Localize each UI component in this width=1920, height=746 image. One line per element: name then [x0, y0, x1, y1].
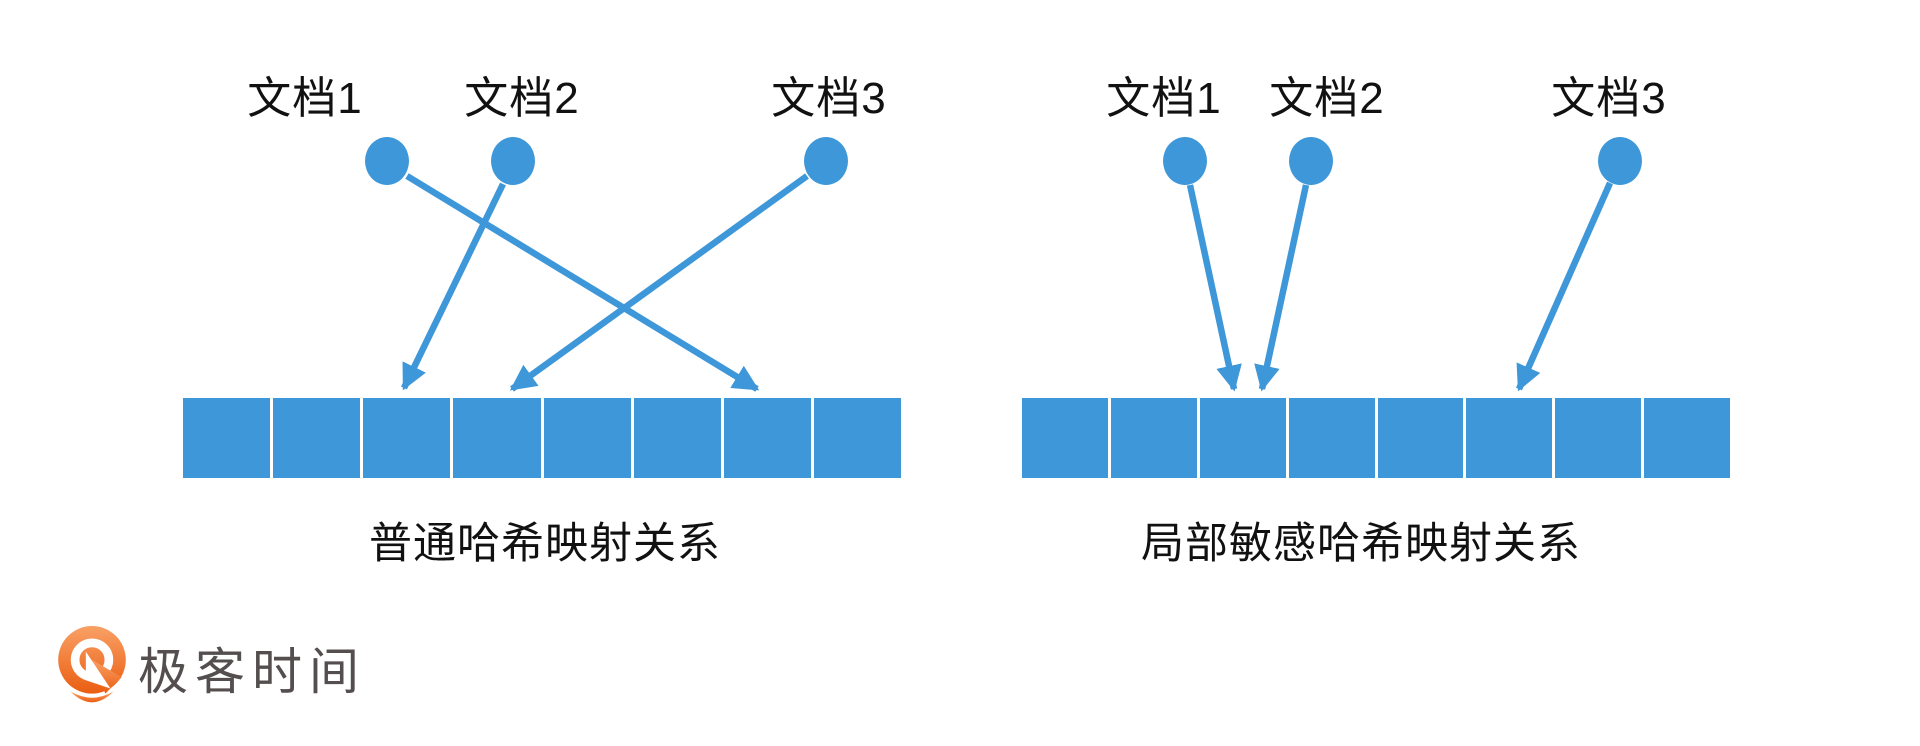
caption-lsh: 局部敏感哈希映射关系	[1141, 520, 1581, 568]
doc1-label-right: 文档1	[1106, 74, 1222, 123]
doc3-label-right: 文档3	[1551, 74, 1667, 123]
bucket-cell	[813, 398, 901, 478]
hash-arrow-doc3-right	[1516, 181, 1613, 392]
bucket-cell	[1555, 398, 1642, 478]
hash-bucket-row-left	[183, 398, 901, 478]
doc2-label-left: 文档2	[464, 74, 580, 123]
doc3-node-right	[1598, 137, 1642, 185]
hash-bucket-row-right	[1022, 398, 1730, 478]
doc1-label-left: 文档1	[247, 74, 363, 123]
geektime-logo-text: 极客时间	[138, 644, 366, 700]
bucket-cell	[363, 398, 451, 478]
doc2-node-left	[491, 137, 535, 185]
hash-arrow-doc1-right	[1186, 184, 1242, 392]
hash-arrow-doc2-left	[401, 182, 506, 391]
doc3-node-left	[804, 137, 848, 185]
hash-arrow-doc1-left	[405, 173, 760, 392]
bucket-cell	[1199, 398, 1286, 478]
doc3-label-left: 文档3	[771, 74, 887, 123]
geektime-pin-icon	[58, 626, 126, 703]
doc1-node-right	[1163, 137, 1207, 185]
doc2-node-right	[1289, 137, 1333, 185]
bucket-cell	[633, 398, 721, 478]
hash-arrow-doc2-right	[1254, 184, 1310, 392]
bucket-cell	[1110, 398, 1197, 478]
bucket-cell	[1022, 398, 1108, 478]
bucket-cell	[273, 398, 361, 478]
bucket-cell	[1644, 398, 1730, 478]
doc2-label-right: 文档2	[1269, 74, 1385, 123]
caption-ordinary-hash: 普通哈希映射关系	[369, 520, 721, 568]
bucket-cell	[183, 398, 271, 478]
doc1-node-left	[365, 137, 409, 185]
bucket-cell	[453, 398, 541, 478]
bucket-cell	[1466, 398, 1553, 478]
hash-arrow-doc3-left	[509, 173, 809, 392]
bucket-cell	[543, 398, 631, 478]
bucket-cell	[1288, 398, 1375, 478]
bucket-cell	[1377, 398, 1464, 478]
bucket-cell	[723, 398, 811, 478]
geektime-logo: 极客时间	[58, 626, 366, 710]
